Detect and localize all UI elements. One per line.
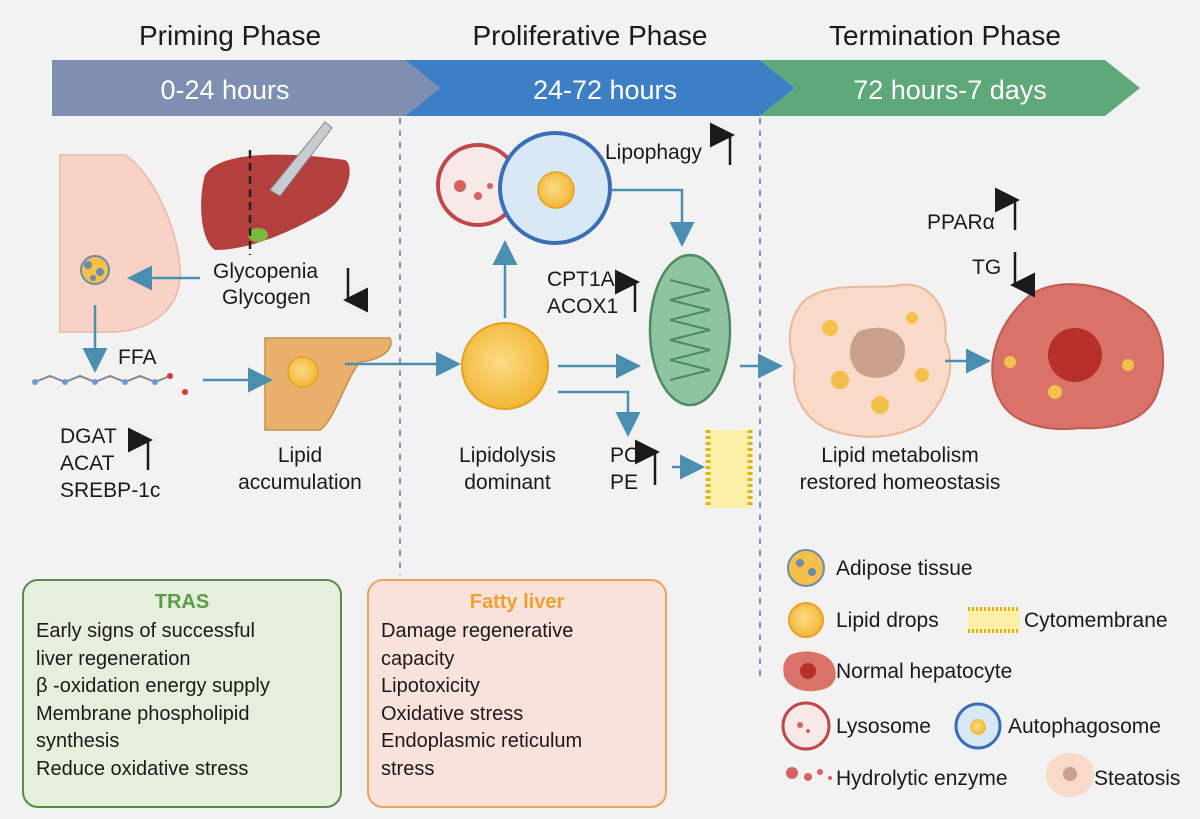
phase-title-priming: Priming Phase [138, 20, 322, 51]
fatty-liver-line: Damage regenerative [381, 620, 574, 642]
regulation-arrows [128, 122, 1035, 485]
tras-line: synthesis [36, 730, 120, 752]
tras-line: β -oxidation energy supply [36, 675, 270, 697]
enzyme-srebp-label: SREBP-1c [60, 479, 161, 502]
steatosis-icon [1046, 752, 1094, 798]
cpt1a-label: CPT1A [547, 268, 615, 291]
tras-line: Reduce oxidative stress [36, 757, 249, 780]
fatty-liver-line: Oxidative stress [381, 702, 524, 725]
phase-title-proliferative: Proliferative Phase [472, 20, 708, 51]
lipid-accumulation-tissue [264, 337, 392, 431]
tras-box: TRAS Early signs of successful liver reg… [22, 579, 342, 808]
ppar-label: PPARα [927, 211, 995, 234]
restored-label-1: Lipid metabolism [821, 444, 979, 467]
lipophagy-label: Lipophagy [605, 141, 702, 164]
enzyme-dgat-label: DGAT [60, 425, 117, 448]
phase-arrow-priming [52, 60, 440, 116]
lipidolysis-label-1: Lipidolysis [459, 444, 556, 467]
tras-line: Membrane phospholipid [36, 702, 250, 725]
phase-arrow-proliferative [405, 60, 795, 116]
acox1-label: ACOX1 [547, 295, 619, 318]
glycopenia-label: Glycopenia [213, 260, 319, 283]
autolysosome-illustration [436, 131, 612, 245]
phase-time-priming: 0-24 hours [160, 75, 290, 105]
pe-label: PE [610, 471, 639, 494]
ffa-chain [32, 373, 188, 395]
legend-icons [781, 549, 1094, 798]
fatty-liver-line: stress [381, 757, 435, 780]
hydrolytic-enzyme-icon [786, 767, 832, 781]
fatty-liver-line: capacity [381, 647, 455, 670]
legend-lysosome: Lysosome [836, 715, 931, 738]
ffa-label: FFA [118, 346, 157, 369]
tg-label: TG [972, 256, 1002, 279]
glycogen-label: Glycogen [222, 286, 311, 309]
phase-title-termination: Termination Phase [829, 20, 1061, 51]
body-illustration [59, 154, 181, 333]
tras-title: TRAS [154, 591, 210, 613]
lipid-drop-large [461, 322, 549, 410]
hepatocyte-icon [783, 651, 836, 692]
normal-hepatocyte-cell [991, 283, 1165, 431]
pc-label: PC [610, 444, 640, 467]
fatty-liver-box: Fatty liver Damage regenerative capacity… [367, 579, 667, 808]
flow-arrows [82, 188, 991, 480]
tras-line: Early signs of successful [36, 620, 255, 642]
lipid-drop-icon [788, 602, 824, 638]
liver-illustration [201, 121, 350, 255]
legend-hepatocyte: Normal hepatocyte [836, 660, 1013, 683]
fatty-liver-line: Lipotoxicity [381, 675, 480, 697]
legend-hydrolytic-enzyme: Hydrolytic enzyme [836, 767, 1008, 790]
adipose-icon [787, 549, 825, 587]
lipid-accumulation-label-1: Lipid [277, 444, 323, 467]
lipidolysis-label-2: dominant [464, 471, 551, 494]
legend-adipose: Adipose tissue [836, 557, 973, 580]
tras-line: liver regeneration [36, 647, 191, 670]
cytomembrane-icon [968, 607, 1020, 633]
mitochondrion-illustration [648, 253, 732, 407]
legend-steatosis: Steatosis [1094, 767, 1181, 790]
enzyme-acat-label: ACAT [60, 452, 115, 475]
phase-arrow-termination [760, 60, 1140, 116]
fatty-liver-title: Fatty liver [469, 591, 565, 613]
phase-time-proliferative: 24-72 hours [532, 75, 678, 105]
legend-cytomembrane: Cytomembrane [1024, 609, 1168, 632]
lysosome-icon [781, 701, 831, 751]
phase-time-termination: 72 hours-7 days [853, 75, 1047, 105]
restored-label-2: restored homeostasis [799, 471, 1001, 494]
steatosis-cell [788, 283, 952, 438]
fatty-liver-line: Endoplasmic reticulum [381, 730, 583, 752]
legend-autophagosome: Autophagosome [1008, 715, 1161, 738]
lipid-accumulation-label-2: accumulation [238, 471, 362, 494]
cytomembrane-illustration [705, 430, 753, 508]
legend-lipid-drops: Lipid drops [836, 609, 939, 632]
